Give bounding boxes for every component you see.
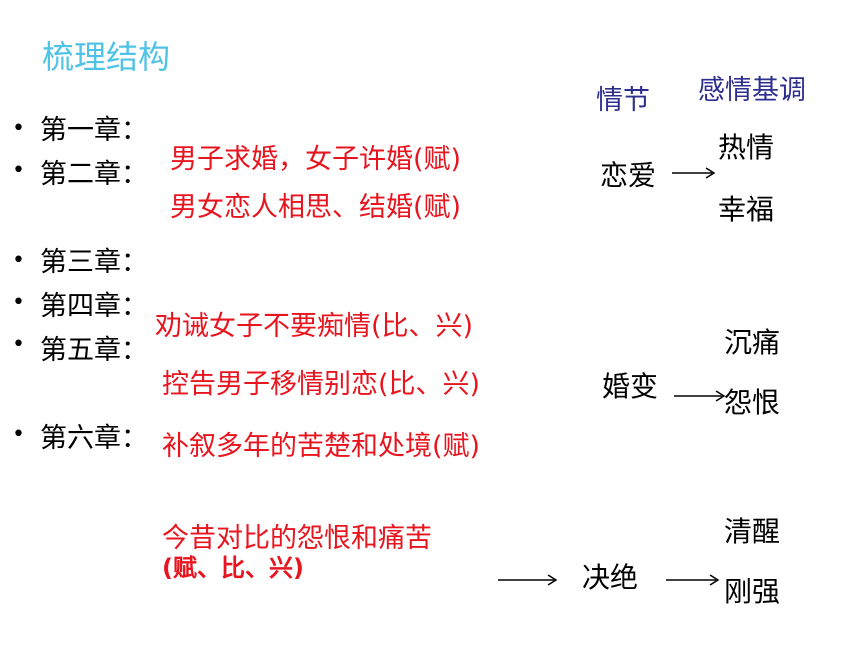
chapter-label-5: 第五章： [40,335,148,366]
plot-header: 情节 [596,85,650,116]
bullet-4: • [12,290,25,315]
chapter-label-4: 第四章： [40,291,148,322]
content-summary-methods: (赋、比、兴) [162,554,304,582]
chapter-label-1: 第一章： [40,115,148,146]
tone-firm: 刚强 [724,575,781,608]
arrow-break-icon [666,574,720,586]
chapter-label-6: 第六章： [40,423,148,454]
tone-passion: 热情 [718,131,775,164]
content-chapter-2: 男女恋人相思、结婚(赋) [170,192,462,223]
bullet-3: • [12,248,25,273]
arrow-to-break-icon [498,574,558,586]
tone-resentment: 怨恨 [724,386,781,419]
content-chapter-4: 劝诫女子不要痴情(比、兴) [155,311,474,342]
plot-marriage-change: 婚变 [602,370,659,403]
tone-header: 感情基调 [698,75,806,106]
bullet-6: • [12,422,25,447]
chapter-label-2: 第二章： [40,159,148,190]
content-chapter-5: 控告男子移情别恋(比、兴) [162,369,481,400]
arrow-change-icon [674,390,726,402]
arrow-love-icon [672,167,716,179]
content-summary: 今昔对比的怨恨和痛苦 [162,523,432,554]
content-chapter-6: 补叙多年的苦楚和处境(赋) [162,431,481,462]
tone-sober: 清醒 [724,515,781,548]
tone-grief: 沉痛 [724,326,781,359]
page-title: 梳理结构 [42,38,171,76]
bullet-1: • [12,116,25,141]
bullet-5: • [12,332,25,357]
tone-happiness: 幸福 [718,193,775,226]
content-chapter-1: 男子求婚，女子许婚(赋) [170,144,462,175]
plot-break: 决绝 [582,561,639,594]
chapter-label-3: 第三章： [40,247,148,278]
bullet-2: • [12,158,25,183]
plot-love: 恋爱 [600,159,657,192]
